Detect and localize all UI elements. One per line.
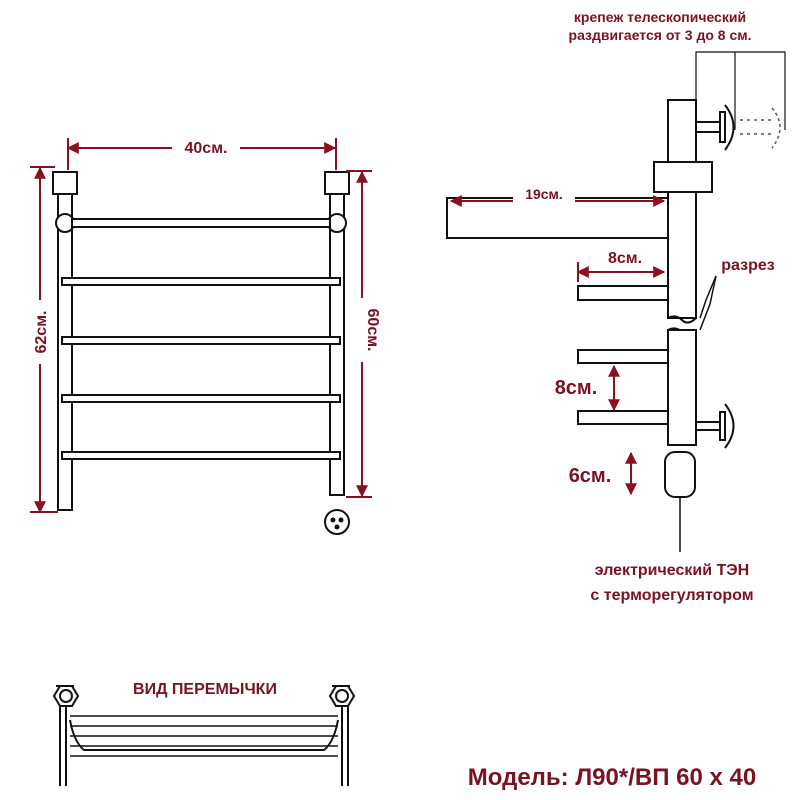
- side-collar-fitting: [653, 161, 713, 193]
- shelf-depth-label: 19см.: [525, 186, 563, 202]
- mount-note-line2: раздвигается от 3 до 8 см.: [569, 27, 752, 43]
- bar-length-label: 8см.: [608, 250, 642, 267]
- bridge-jumper-loop: [69, 719, 339, 751]
- heater-end-cap: [324, 509, 350, 535]
- rung-5: [61, 451, 341, 460]
- section-break-upper: [667, 315, 697, 324]
- width-label: 40см.: [185, 140, 228, 157]
- heater-body: [664, 451, 696, 498]
- lower-mount-plate: [719, 411, 726, 441]
- rung-3: [61, 336, 341, 345]
- telescopic-extension-dashed: [740, 119, 775, 135]
- side-shelf-bar: [446, 197, 669, 239]
- left-top-fitting: [52, 171, 78, 195]
- shelf-depth-label-bg: [513, 186, 575, 202]
- section-label: разрез: [721, 257, 774, 274]
- rail-height-label: 60см.: [364, 309, 381, 352]
- heater-note-line1: электрический ТЭН: [595, 562, 749, 579]
- bridge-right-hole: [335, 689, 349, 703]
- side-bar-upper: [577, 285, 669, 301]
- total-height-label-bg: [29, 300, 51, 364]
- total-height-label: 62см.: [33, 311, 50, 354]
- front-view: 40см. 62см. 60см.: [29, 136, 381, 535]
- bar-spacing-label: 8см.: [555, 377, 598, 399]
- bridge-view-title: ВИД ПЕРЕМЫЧКИ: [133, 681, 277, 698]
- upper-mount-plate: [719, 111, 726, 143]
- bridge-view: ВИД ПЕРЕМЫЧКИ: [52, 681, 356, 786]
- rung-top: [71, 218, 331, 228]
- heater-pin-icon: [338, 517, 344, 523]
- mount-bracket-outline: [695, 51, 786, 130]
- side-vertical-pipe-lower: [667, 329, 697, 446]
- width-label-bg: [172, 136, 240, 158]
- rung-4: [61, 394, 341, 403]
- upper-suction-cup-icon: [724, 104, 735, 151]
- side-vertical-pipe-upper: [667, 99, 697, 319]
- heater-pin-icon: [330, 517, 336, 523]
- heater-pin-icon: [334, 524, 340, 530]
- heater-length-label: 6см.: [569, 465, 612, 487]
- side-view: крепеж телескопический раздвигается от 3…: [446, 9, 786, 604]
- mount-note-line1: крепеж телескопический: [574, 9, 746, 25]
- model-label: Модель: Л90*/ВП 60 х 40: [468, 764, 756, 791]
- section-leader-line: [699, 275, 717, 319]
- rung-2: [61, 277, 341, 286]
- side-bar-middle: [577, 349, 669, 364]
- right-top-fitting: [324, 171, 350, 195]
- bridge-left-hole: [59, 689, 73, 703]
- lower-suction-cup-icon: [724, 403, 735, 449]
- heater-note-line2: с терморегулятором: [590, 587, 753, 604]
- section-leader-line: [699, 275, 717, 331]
- left-vertical-pipe: [57, 184, 73, 511]
- rail-height-label-bg: [351, 298, 373, 362]
- extended-suction-cup-icon: [771, 107, 781, 149]
- side-bar-lower: [577, 410, 669, 425]
